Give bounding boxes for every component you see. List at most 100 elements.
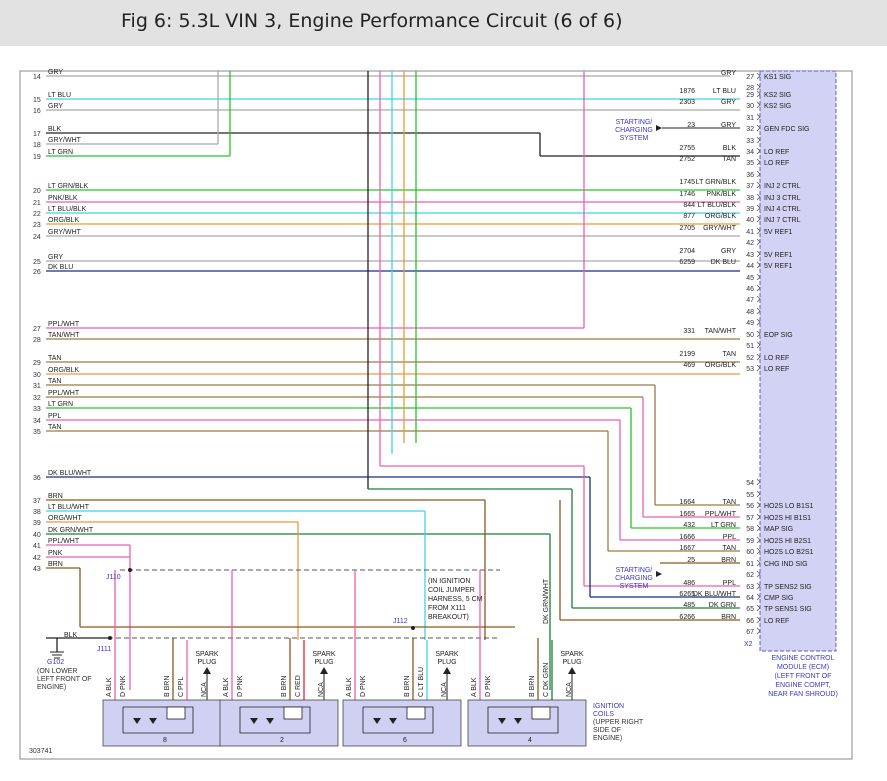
ecm-pin-chevron	[756, 330, 761, 338]
ecm-pin-chevron	[756, 124, 761, 132]
coil-winding	[283, 706, 303, 720]
ecm-label-line: (LEFT FRONT OF	[775, 673, 832, 680]
ecm-wire-color: LT BLU	[713, 88, 736, 95]
coil-diode	[250, 718, 258, 724]
coil-pin-label: NCA	[566, 682, 573, 697]
coil-pin-label: B BRN	[404, 676, 411, 697]
ecm-wire-color: PNK/BLK	[706, 191, 736, 198]
coil-pin-label: D PNK	[360, 675, 367, 697]
ecm-signal-name: LO REF	[764, 160, 789, 167]
ecm-pin-number: 45	[746, 275, 754, 282]
ignition-coils-label: IGNITION	[593, 703, 624, 710]
ecm-circuit-number: 2704	[679, 248, 695, 255]
ecm-wire-color: PPL	[723, 534, 736, 541]
ecm-signal-name: KS1 SIG	[764, 74, 791, 81]
ecm-signal-name: HO2S HI B2S1	[764, 538, 811, 545]
spark-plug-arrow	[568, 667, 576, 674]
ecm-label-line: MODULE (ECM)	[777, 664, 829, 671]
coil-pin-label: B BRN	[164, 676, 171, 697]
ecm-label-line: NEAR FAN SHROUD)	[768, 691, 838, 698]
wire-color-label: TAN	[48, 424, 61, 431]
spark-plug-label: SPARK	[435, 651, 459, 658]
ecm-pin-chevron	[756, 83, 761, 91]
ground-location-line: ENGINE)	[37, 684, 66, 691]
wire-number: 26	[33, 269, 41, 276]
ecm-wire-color: TAN	[723, 156, 736, 163]
spark-plug-label: PLUG	[562, 659, 581, 666]
arrow-to-starting-charging	[656, 125, 662, 131]
spark-plug-label: SPARK	[195, 651, 219, 658]
wire-number: 40	[33, 532, 41, 539]
ecm-pin-chevron	[756, 90, 761, 98]
coil-cylinder-number: 8	[163, 737, 167, 744]
ecm-signal-name: HO2S HI B1S1	[764, 515, 811, 522]
ecm-pin-number: 55	[746, 492, 754, 499]
coil-pin-label: D PNK	[237, 675, 244, 697]
wire-number: 31	[33, 383, 41, 390]
harness-note-line: HARNESS, 5 CM	[428, 596, 483, 603]
coil-diode	[266, 718, 274, 724]
ecm-signal-name: 5V REF1	[764, 263, 793, 270]
coil-pin-label: A BLK	[223, 677, 230, 697]
blk-ground-wire-label: BLK	[64, 632, 78, 639]
coil-winding	[406, 706, 426, 720]
ecm-circuit-number: 1745	[679, 179, 695, 186]
coil-pin-label: C LT BLU	[418, 667, 425, 697]
splice-node	[128, 568, 132, 572]
ecm-pin-chevron	[756, 181, 761, 189]
ecm-wire-color: PPL/WHT	[705, 511, 737, 518]
spark-plug-arrow	[443, 667, 451, 674]
ecm-pin-number: 43	[746, 252, 754, 259]
wire-color-label: LT BLU/WHT	[48, 504, 90, 511]
ecm-signal-name: HO2S LO B1S1	[764, 503, 814, 510]
ecm-pin-number: 61	[746, 561, 754, 568]
ecm-signal-name: GEN FDC SIG	[764, 126, 810, 133]
ecm-wire-color: GRY	[721, 70, 736, 77]
wire-color-label: ORG/WHT	[48, 515, 83, 522]
wire-number: 21	[33, 200, 41, 207]
wire-color-label: GRY	[48, 69, 63, 76]
harness-note-line: (IN IGNITION	[428, 578, 470, 585]
ecm-wire-color: TAN	[723, 351, 736, 358]
ecm-pin-number: 32	[746, 126, 754, 133]
ecm-signal-name: INJ 2 CTRL	[764, 183, 801, 190]
wire-color-label: BLK	[48, 126, 62, 133]
ecm-pin-number: 59	[746, 538, 754, 545]
routing-wire-group	[46, 71, 740, 700]
wire-number: 20	[33, 188, 41, 195]
ecm-pin-chevron	[756, 364, 761, 372]
ecm-circuit-number: 1665	[679, 511, 695, 518]
harness-note-line: COIL JUMPER	[428, 587, 475, 594]
ecm-pin-chevron	[756, 559, 761, 567]
wire-number: 25	[33, 259, 41, 266]
ecm-pin-chevron	[756, 136, 761, 144]
ecm-signal-name: LO REF	[764, 149, 789, 156]
ecm-pin-chevron	[756, 295, 761, 303]
wire-color-label: DK BLU	[48, 264, 73, 271]
ecm-circuit-number: 2303	[679, 99, 695, 106]
ecm-pin-chevron	[756, 273, 761, 281]
ecm-wire-color: LT GRN/BLK	[696, 179, 737, 186]
ecm-signal-name: EOP SIG	[764, 332, 793, 339]
wire-color-label: ORG/BLK	[48, 217, 79, 224]
wire-number: 22	[33, 211, 41, 218]
wire-number: 28	[33, 337, 41, 344]
ecm-pin-number: 54	[746, 480, 754, 487]
wire-color-label: LT GRN	[48, 149, 73, 156]
ecm-label-line: ENGINE COMPT,	[775, 682, 830, 689]
figure-header: Fig 6: 5.3L VIN 3, Engine Performance Ci…	[0, 0, 887, 46]
arrow-to-starting-charging	[656, 571, 662, 577]
ecm-wire-color: TAN	[723, 499, 736, 506]
ecm-pin-number: 62	[746, 572, 754, 579]
ecm-wire-color: BRN	[721, 614, 736, 621]
ecm-wire-color: DK BLU/WHT	[693, 591, 737, 598]
ecm-wire-color: TAN/WHT	[705, 328, 737, 335]
ecm-pin-chevron	[756, 193, 761, 201]
wire-number: 29	[33, 360, 41, 367]
ecm-circuit-number: 2755	[679, 145, 695, 152]
wire-number: 36	[33, 475, 41, 482]
ecm-pin-chevron	[756, 604, 761, 612]
wire-color-label: GRY	[48, 254, 63, 261]
ecm-wire-color: DK BLU	[711, 259, 736, 266]
